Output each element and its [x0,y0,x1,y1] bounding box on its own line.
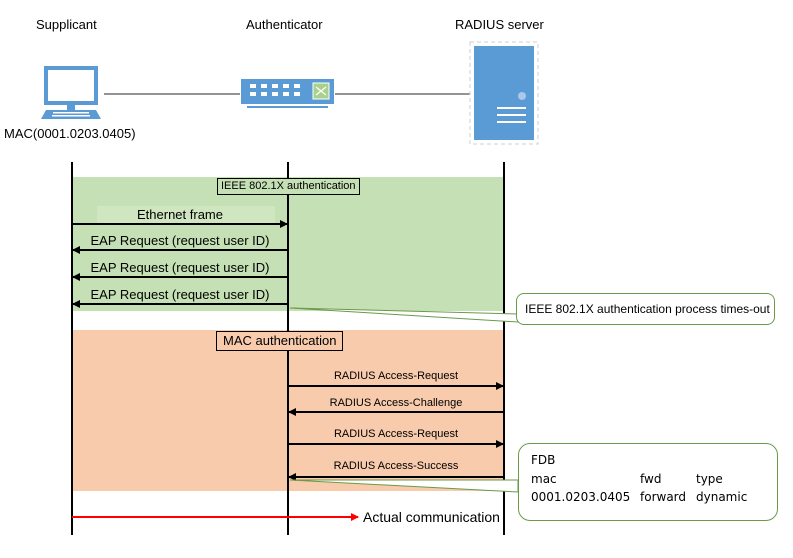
timeout-callout: IEEE 802.1X authentication process times… [516,293,775,325]
switch-icon [241,79,334,108]
fdb-header-fwd: fwd [640,472,662,486]
label-radius-access-request-1: RADIUS Access-Request [333,370,459,382]
ethernet-label-bg [97,206,275,223]
server-icon [469,41,539,145]
radius-server-label: RADIUS server [455,17,544,32]
fdb-header-mac: mac [531,472,557,486]
timeout-callout-text: IEEE 802.1X authentication process times… [525,302,770,316]
label-radius-access-challenge: RADIUS Access-Challenge [329,397,463,409]
fdb-header-type: type [696,472,723,486]
label-eap-request-2: EAP Request (request user ID) [90,260,270,275]
fdb-row-fwd: forward [640,490,687,504]
label-eap-request-3: EAP Request (request user ID) [90,287,270,302]
supplicant-mac-label: MAC(0001.0203.0405) [4,126,136,141]
authenticator-label: Authenticator [246,17,323,32]
fdb-callout-pointer [289,479,519,493]
phase-title-8021x: IEEE 802.1X authentication [217,178,360,195]
label-radius-access-request-2: RADIUS Access-Request [333,428,459,440]
fdb-row-type: dynamic [696,490,748,504]
label-ethernet-frame: Ethernet frame [137,207,223,222]
label-actual-communication: Actual communication [363,509,500,525]
laptop-icon [41,66,101,119]
phase-title-mac: MAC authentication [216,331,344,351]
fdb-row-mac: 0001.0203.0405 [531,490,631,504]
fdb-title: FDB [531,453,556,467]
fdb-callout: FDB mac fwd type 0001.0203.0405 forward … [518,443,778,521]
label-radius-access-success: RADIUS Access-Success [333,460,459,472]
label-eap-request-1: EAP Request (request user ID) [90,233,270,248]
timeout-callout-pointer [289,307,519,323]
supplicant-label: Supplicant [36,17,97,32]
